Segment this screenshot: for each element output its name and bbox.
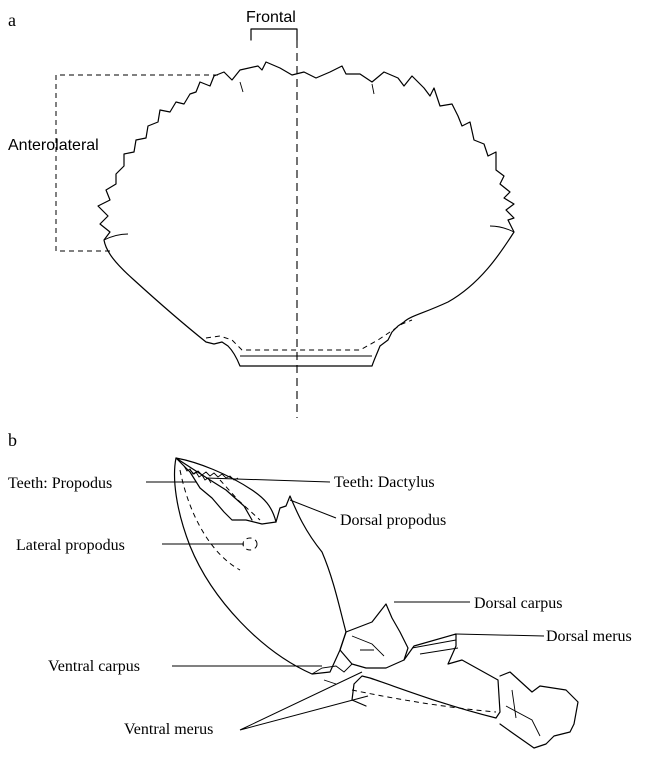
- label-lateral-propodus: Lateral propodus: [16, 537, 125, 554]
- merus-dashed-line: [352, 690, 496, 712]
- label-dorsal-propodus: Dorsal propodus: [340, 512, 446, 529]
- carapace-groove-right: [372, 84, 374, 94]
- frontal-label: Frontal: [246, 9, 296, 26]
- carapace-outline: [98, 62, 514, 366]
- propodus-teeth: [184, 466, 211, 483]
- leader-dorsal-propodus: [290, 500, 336, 518]
- label-dorsal-carpus: Dorsal carpus: [474, 595, 562, 612]
- label-teeth-dactylus: Teeth: Dactylus: [334, 474, 435, 491]
- carpus-detail: [352, 636, 384, 656]
- carpus-outline: [340, 604, 408, 668]
- leader-teeth-dactylus: [206, 478, 330, 482]
- anterolateral-label: Anterolateral: [8, 137, 99, 154]
- panel-a-letter: a: [8, 10, 16, 30]
- merus-dorsal-ridges: [412, 640, 458, 654]
- lateral-spine-right: [490, 226, 514, 232]
- leader-dorsal-merus: [456, 634, 544, 636]
- anterolateral-bracket: [56, 75, 218, 251]
- panel-b: b Teeth: Propodus Teeth: Dactylus: [8, 430, 632, 748]
- label-ventral-carpus: Ventral carpus: [48, 658, 140, 675]
- leader-ventral-merus: [240, 672, 368, 730]
- panel-a: a Frontal Anterolateral: [8, 9, 514, 418]
- label-ventral-merus: Ventral merus: [124, 721, 213, 738]
- dactylus-outline: [176, 458, 276, 522]
- label-teeth-propodus: Teeth: Propodus: [8, 475, 112, 492]
- ischium-detail: [506, 690, 540, 736]
- frontal-bracket: [251, 29, 297, 40]
- carapace-groove-left: [240, 82, 243, 92]
- panel-b-letter: b: [8, 430, 17, 450]
- ventral-carpus-lobe: [312, 664, 352, 684]
- label-dorsal-merus: Dorsal merus: [546, 628, 632, 645]
- propodus-outline: [175, 458, 346, 674]
- lateral-propodus-marker: [243, 538, 257, 550]
- ischium-outline: [500, 672, 578, 748]
